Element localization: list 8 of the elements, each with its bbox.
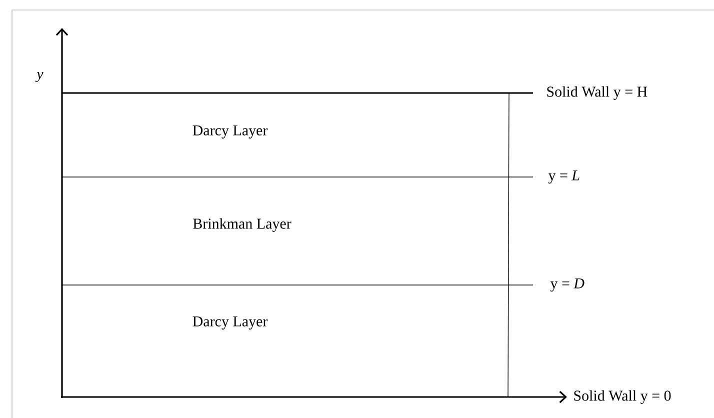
layer-label: Darcy Layer [192,125,268,139]
boundary-label: y = L [548,170,580,184]
axis-label: y [35,72,44,82]
boundary-label: Solid Wall y = 0 [574,390,671,404]
layer-label: Brinkman Layer [193,218,292,232]
boundary-label: y = D [550,278,584,292]
boundary-label: Solid Wall y = H [547,86,648,100]
layer-label: Darcy Layer [192,316,268,330]
